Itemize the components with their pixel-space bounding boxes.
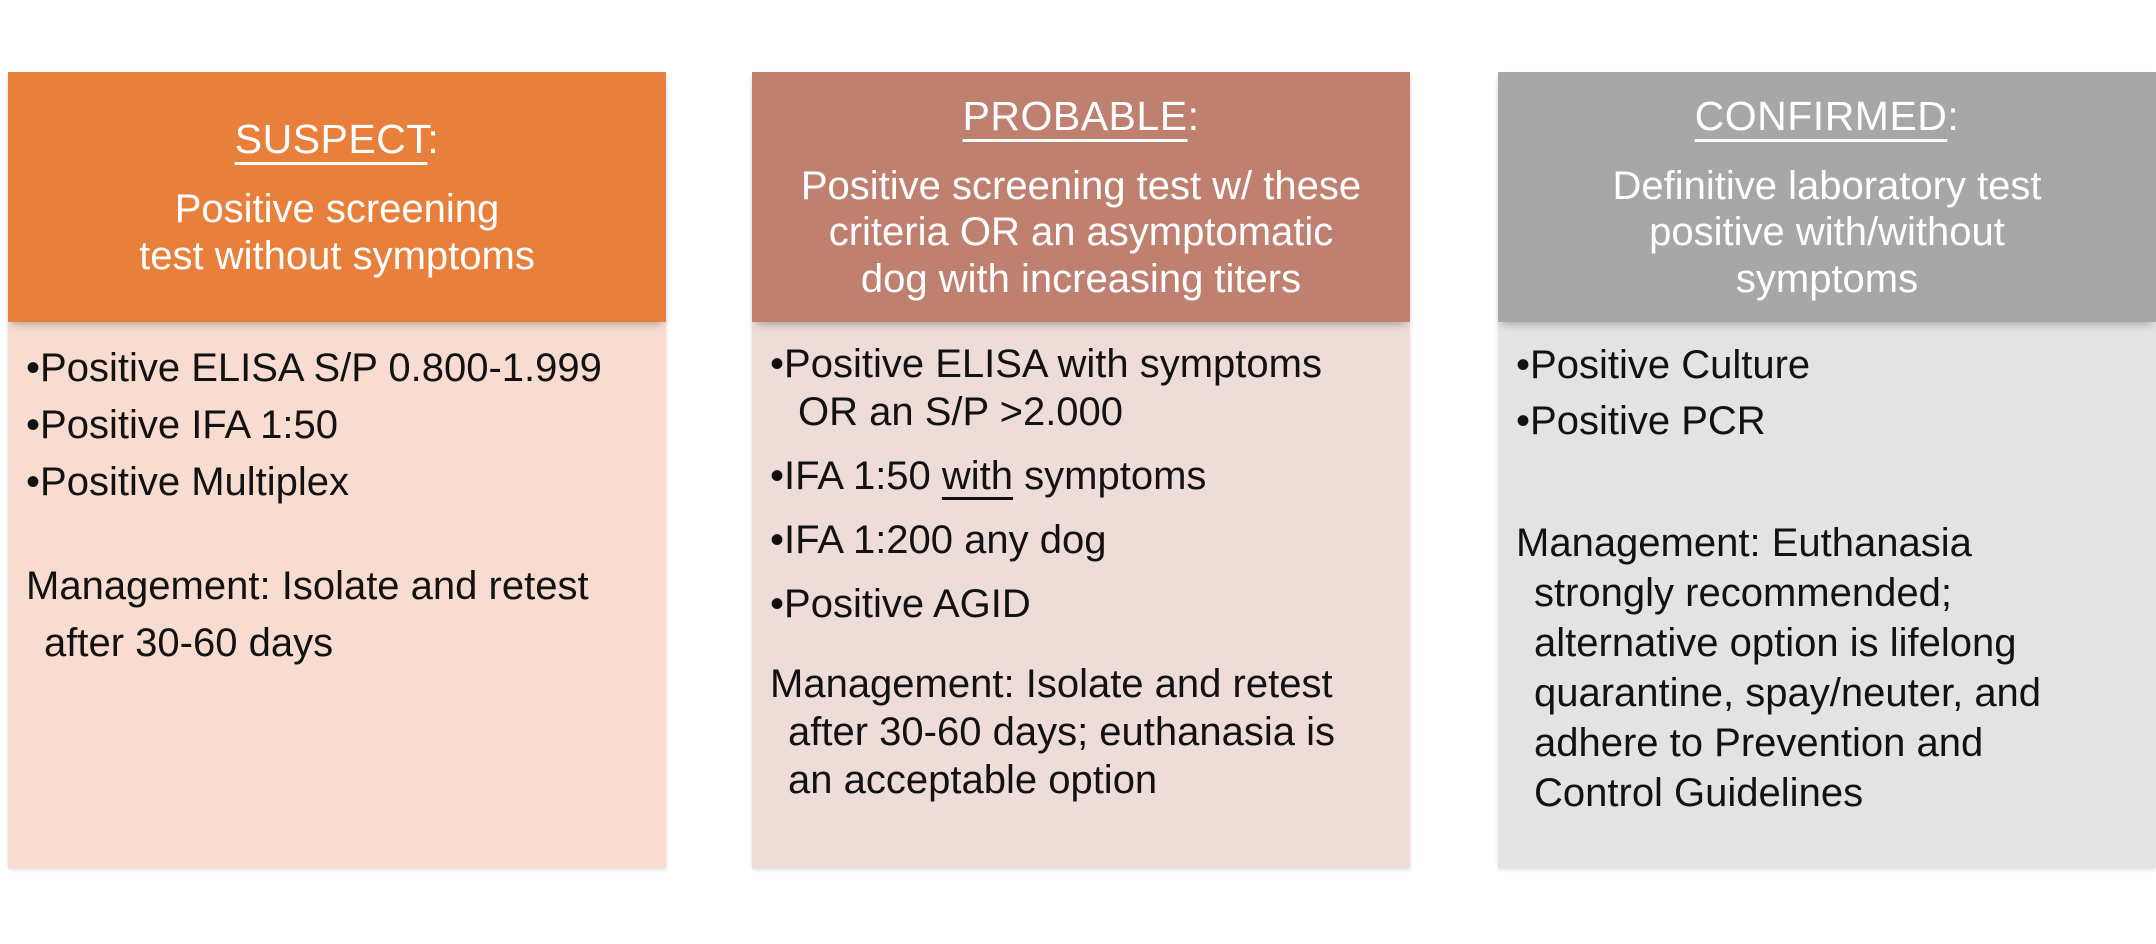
confirmed-management-note: Management: Euthanasia strongly recommen…: [1516, 521, 2042, 815]
criteria-text: Positive IFA 1:50: [40, 402, 338, 447]
criteria-text: symptoms: [1013, 454, 1207, 498]
criteria-item: Positive IFA 1:50: [26, 397, 650, 454]
confirmed-title-text: CONFIRMED: [1694, 92, 1948, 139]
probable-card: PROBABLE: Positive screening test w/ the…: [752, 72, 1410, 868]
confirmed-body: Positive Culture Positive PCR Management…: [1498, 322, 2156, 868]
probable-criteria-list: Positive ELISA with symptoms OR an S/P >…: [770, 340, 1394, 628]
criteria-text: Positive AGID: [784, 582, 1031, 626]
probable-subtitle: Positive screening test w/ these criteri…: [800, 164, 1362, 301]
suspect-management-note: Management: Isolate and retest after 30-…: [26, 564, 589, 666]
criteria-text: IFA 1:200 any dog: [784, 518, 1107, 562]
criteria-text: Positive ELISA S/P 0.800-1.999: [40, 346, 602, 390]
confirmed-card: CONFIRMED: Definitive laboratory test po…: [1498, 72, 2156, 868]
suspect-body: Positive ELISA S/P 0.800-1.999 Positive …: [8, 322, 666, 868]
criteria-item: Positive AGID: [770, 580, 1394, 628]
confirmed-criteria-list: Positive Culture Positive PCR: [1516, 340, 2140, 446]
probable-title-colon: :: [1187, 92, 1200, 139]
confirmed-title-colon: :: [1947, 92, 1960, 139]
probable-body: Positive ELISA with symptoms OR an S/P >…: [752, 322, 1410, 868]
confirmed-header: CONFIRMED: Definitive laboratory test po…: [1498, 72, 2156, 322]
criteria-text: Positive ELISA with symptoms OR an S/P >…: [784, 342, 1322, 434]
criteria-item: Positive Culture: [1516, 340, 2140, 390]
criteria-text: Positive PCR: [1530, 399, 1766, 443]
criteria-item: Positive Multiplex: [26, 454, 650, 511]
confirmed-title: CONFIRMED:: [1695, 92, 1960, 141]
probable-header: PROBABLE: Positive screening test w/ the…: [752, 72, 1410, 322]
criteria-text-underlined: with: [941, 454, 1014, 498]
suspect-title: SUSPECT:: [235, 115, 440, 164]
criteria-item: IFA 1:200 any dog: [770, 516, 1394, 564]
criteria-item: Positive ELISA S/P 0.800-1.999: [26, 340, 650, 397]
criteria-text: IFA 1:50: [784, 454, 942, 498]
probable-title: PROBABLE:: [963, 92, 1200, 141]
probable-management-note: Management: Isolate and retest after 30-…: [770, 662, 1336, 802]
criteria-item: Positive PCR: [1516, 396, 2140, 446]
criteria-text: Positive Multiplex: [40, 459, 350, 504]
criteria-item: IFA 1:50 with symptoms: [770, 452, 1394, 500]
suspect-criteria-list: Positive ELISA S/P 0.800-1.999 Positive …: [26, 340, 650, 510]
probable-title-text: PROBABLE: [962, 92, 1188, 139]
confirmed-subtitle: Definitive laboratory test positive with…: [1612, 164, 2042, 301]
suspect-title-text: SUSPECT: [234, 116, 428, 163]
suspect-header: SUSPECT: Positive screening test without…: [8, 72, 666, 322]
suspect-card: SUSPECT: Positive screening test without…: [8, 72, 666, 868]
suspect-title-colon: :: [427, 116, 440, 163]
criteria-text: Positive Culture: [1530, 343, 1811, 387]
criteria-item: Positive ELISA with symptoms OR an S/P >…: [770, 340, 1394, 436]
suspect-subtitle: Positive screening test without symptoms: [139, 187, 535, 278]
